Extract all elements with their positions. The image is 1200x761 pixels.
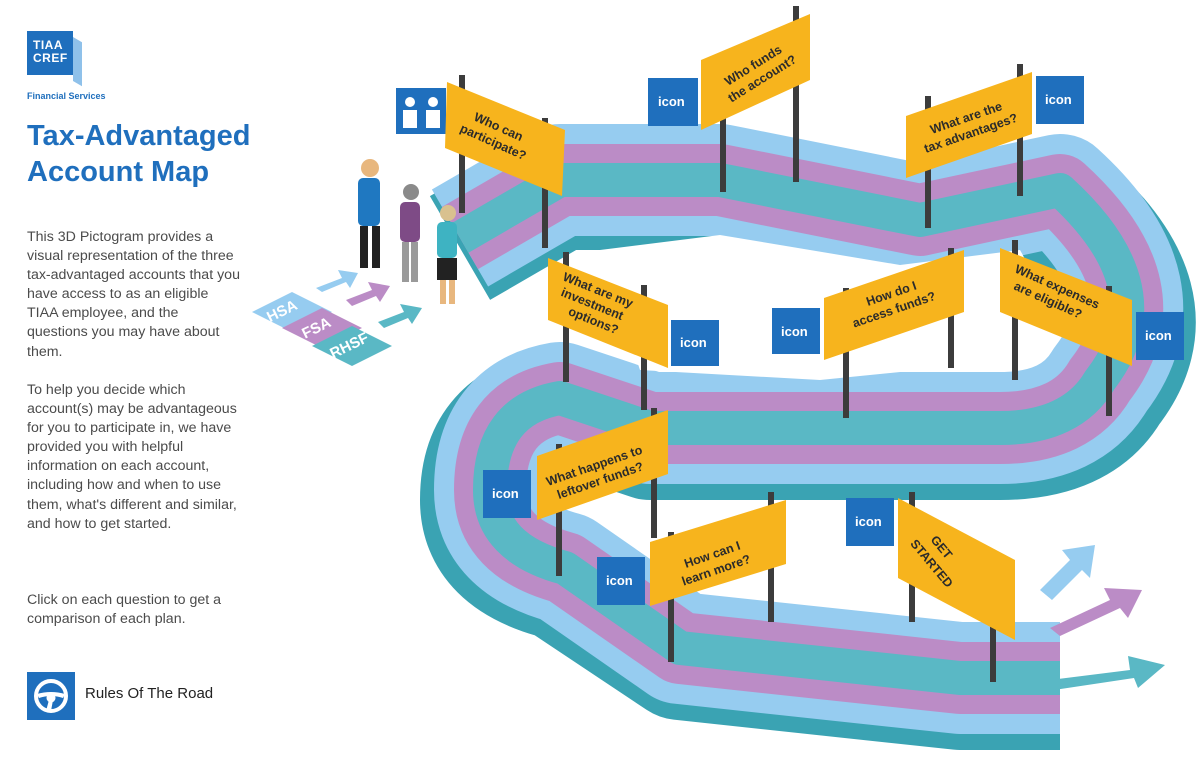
icon-placeholder-get-started[interactable]: icon: [846, 498, 894, 546]
svg-text:icon: icon: [606, 573, 633, 588]
svg-text:What are myinvestmentoptions?: What are myinvestmentoptions?: [550, 270, 635, 339]
person-woman-teal: [437, 205, 457, 304]
logo-subtitle: Financial Services: [27, 91, 106, 101]
family-icon: ?: [396, 88, 446, 134]
instruction-paragraph: Click on each question to get a comparis…: [27, 592, 222, 628]
icon-placeholder-funds[interactable]: icon: [648, 78, 698, 126]
sign-what-happens-to-leftover-funds[interactable]: What happens toleftover funds?: [537, 408, 668, 576]
road-path: [420, 124, 1196, 750]
icon-placeholder-access[interactable]: icon: [772, 308, 820, 354]
person-woman-gray: [400, 184, 420, 282]
sign-get-started[interactable]: GETSTARTED: [898, 492, 1015, 682]
help-paragraph: To help you decide which account(s) may …: [27, 382, 237, 532]
icon-placeholder-investment[interactable]: icon: [671, 320, 719, 366]
steering-wheel-icon: [27, 672, 75, 720]
tile-rhsf: [312, 326, 392, 366]
icon-placeholder-tax[interactable]: icon: [1036, 76, 1084, 124]
rules-of-the-road-label: Rules Of The Road: [85, 685, 214, 702]
account-tiles: HSA FSA RHSF: [252, 292, 392, 366]
svg-text:icon: icon: [680, 335, 707, 350]
person-man: [358, 159, 380, 268]
intro-paragraph: This 3D Pictogram provides a visual repr…: [27, 229, 240, 360]
svg-text:icon: icon: [1145, 328, 1172, 343]
icon-placeholder-expenses[interactable]: icon: [1136, 312, 1184, 360]
start-arrows: [316, 270, 422, 328]
icon-placeholder-leftover[interactable]: icon: [483, 470, 531, 518]
people-figures: [358, 159, 457, 304]
rules-of-the-road-link[interactable]: Rules Of The Road: [27, 672, 227, 722]
sign-what-are-the-tax-advantages[interactable]: What are thetax advantages?: [906, 64, 1032, 228]
sign-what-are-my-investment-options[interactable]: What are myinvestmentoptions?: [548, 252, 668, 410]
exit-arrows: [1040, 545, 1165, 690]
sign-who-funds-the-account[interactable]: Who fundsthe account?: [701, 6, 810, 192]
sign-how-can-i-learn-more[interactable]: How can Ilearn more?: [650, 492, 786, 662]
sign-how-do-i-access-funds[interactable]: How do Iaccess funds?: [824, 248, 964, 418]
icon-placeholder-learn[interactable]: icon: [597, 557, 645, 605]
svg-text:?: ?: [417, 111, 426, 127]
sign-who-can-participate[interactable]: Who canparticipate?: [445, 75, 565, 248]
svg-text:icon: icon: [781, 324, 808, 339]
svg-text:icon: icon: [855, 514, 882, 529]
svg-text:icon: icon: [492, 486, 519, 501]
svg-text:icon: icon: [1045, 92, 1072, 107]
svg-text:icon: icon: [658, 94, 685, 109]
